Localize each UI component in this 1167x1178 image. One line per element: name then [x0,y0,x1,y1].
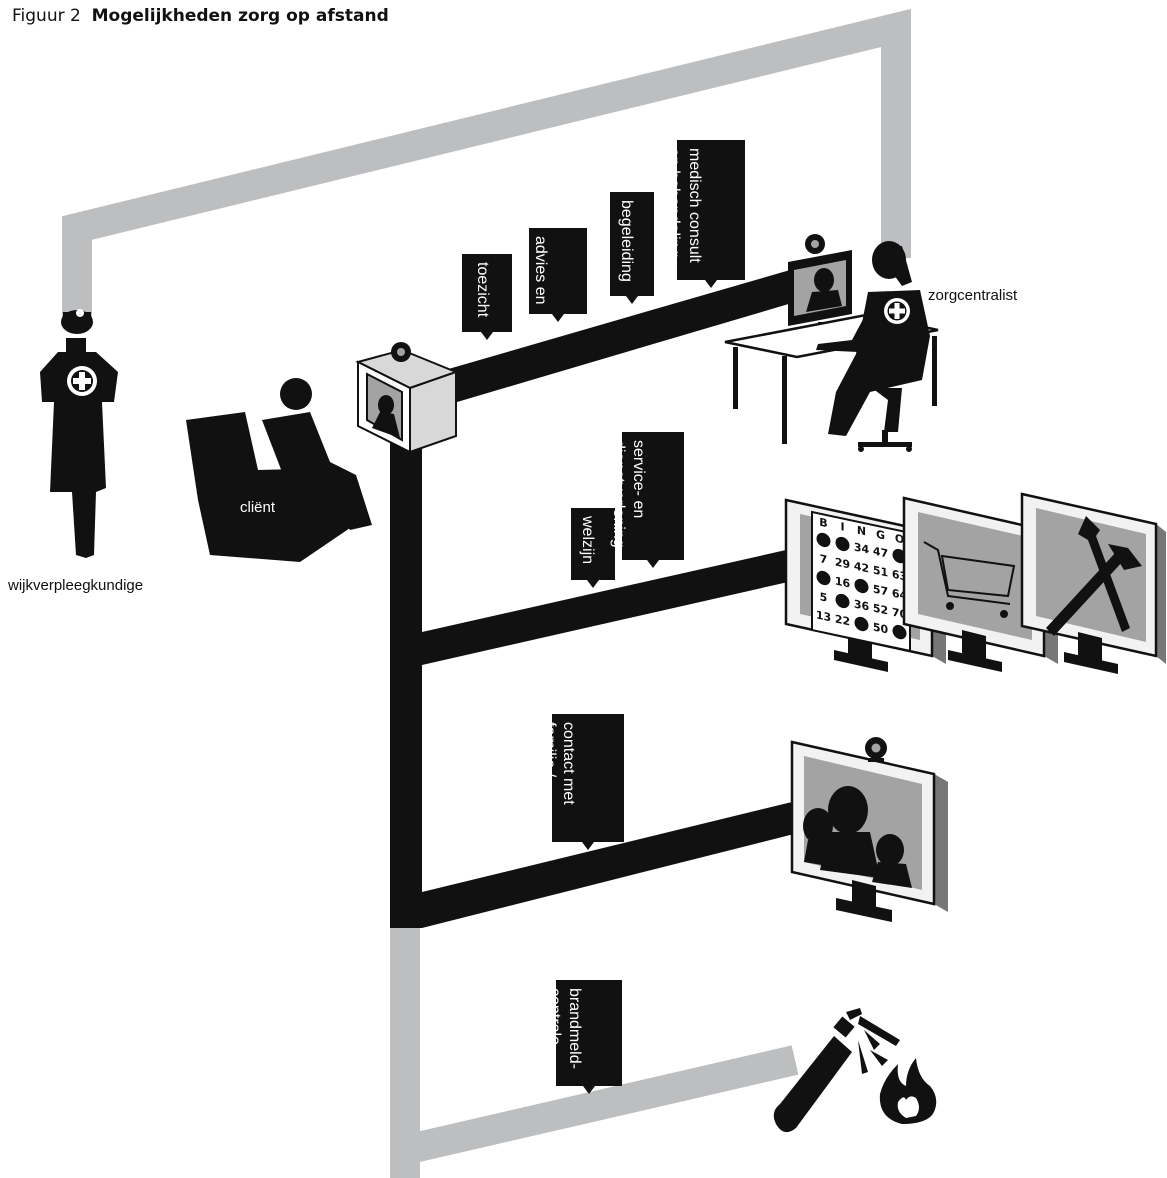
operator-label: zorgcentralist [928,287,1018,304]
svg-text:contact met familie /: contact met familie / mantelzorgers [522,722,577,823]
tag-service-line-1: service- en [630,440,647,518]
svg-text:toezicht: toezicht [474,262,491,318]
tag-medisch: medisch consult en behandeling [665,140,745,288]
client-armchair [186,378,372,562]
tag-toezicht-line-1: toezicht [474,262,491,318]
bingo-number: 7 [820,552,828,566]
tag-begeleiding: begeleiding [610,192,654,304]
tag-service-line-2: dienstverlening [610,440,627,548]
svg-text:begeleiding: begeleiding [618,200,635,282]
nurse-figure [40,310,118,558]
operator-webcam-icon [805,234,825,254]
operator-cross-icon [884,298,910,324]
tag-toezicht: toezicht [462,254,512,340]
operator-monitor [788,250,852,330]
client-tv [358,350,456,452]
gray-frame [77,28,896,1178]
family-webcam-icon [865,737,887,762]
bingo-header-1: I [840,520,844,534]
flame-icon [880,1058,936,1124]
bingo-number: 5 [820,590,828,604]
tag-welzijn: welzijn [571,508,615,588]
tag-brand: brandmeld- centrale [546,980,622,1094]
client-label: cliënt [240,499,276,516]
bingo-header-2: N [857,524,866,539]
tag-brand-line-1: brandmeld- [566,988,583,1069]
tag-contact-line-3: mantelzorgers [522,722,539,823]
svg-text:welzijn: welzijn [579,515,596,564]
client-webcam-icon [391,342,411,362]
bingo-header-0: B [819,516,827,531]
tag-advies-line-1: advies en [532,236,549,305]
bingo-header-3: G [876,528,885,543]
nurse-cross-icon [67,366,97,396]
tag-contact-line-2: familie / [541,722,558,778]
tag-welzijn-line-1: welzijn [579,515,596,564]
tag-medisch-line-1: medisch consult [686,148,703,263]
tag-begeleiding-line-1: begeleiding [618,200,635,282]
tag-brand-line-2: centrale [546,988,563,1045]
tag-advies-line-2: instructie [512,236,529,300]
tag-advies: advies en instructie [512,228,587,322]
nurse-cap-cross-icon [76,309,84,317]
tag-contact: contact met familie / mantelzorgers [522,714,624,850]
tag-contact-line-1: contact met [560,722,577,805]
tag-medisch-line-2: en behandeling [665,148,682,257]
tag-service: service- en dienstverlening [610,432,684,568]
nurse-label: wijkverpleegkundige [7,577,143,594]
